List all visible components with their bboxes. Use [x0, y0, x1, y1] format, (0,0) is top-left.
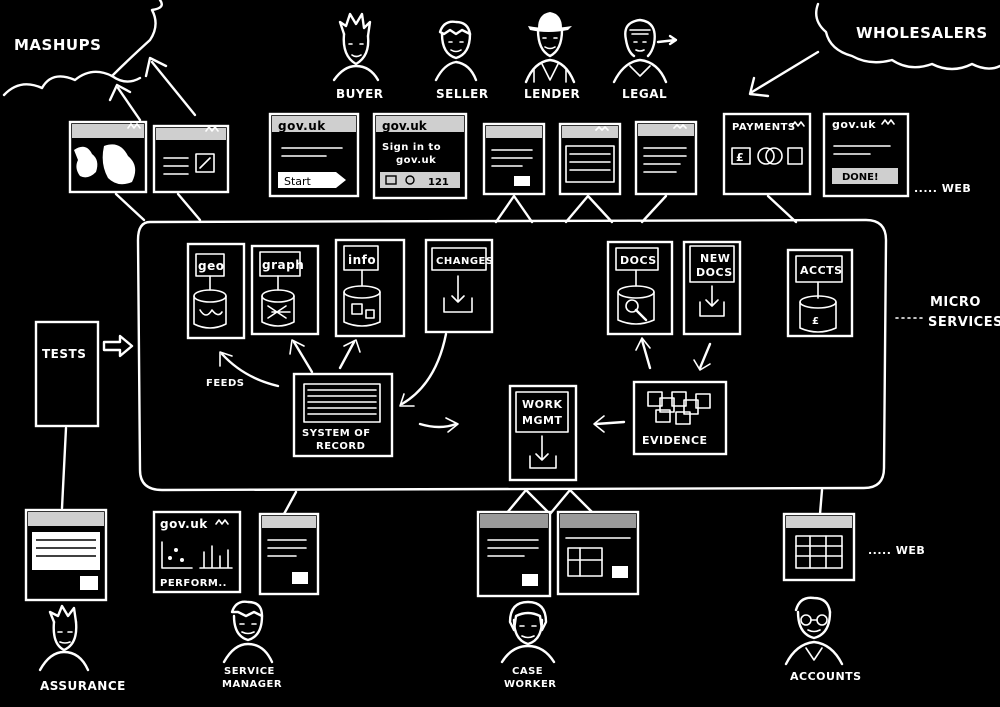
- service-doc-screen: [258, 512, 320, 596]
- case-label-1: CASE: [512, 666, 543, 677]
- signin-code: 121: [428, 177, 449, 188]
- legal-actor: LEGAL: [612, 18, 678, 101]
- buyer-actor: BUYER: [332, 12, 384, 101]
- geo-label: geo: [198, 259, 224, 273]
- payments-screen: PAYMENTS £: [722, 112, 812, 196]
- case-worker-actor: CASE WORKER: [500, 600, 557, 690]
- mashups-label: MASHUPS: [14, 36, 101, 54]
- docs-label: DOCS: [620, 254, 657, 267]
- perf-title: gov.uk: [160, 517, 208, 531]
- accounts-screen: [782, 512, 856, 582]
- system-label-1: SYSTEM OF: [302, 428, 371, 439]
- wholesalers-cloud: WHOLESALERS: [748, 2, 1000, 98]
- work-mgmt: WORK MGMT: [508, 384, 578, 482]
- gov-start-title: gov.uk: [278, 119, 326, 133]
- changes-service: CHANGES: [424, 238, 494, 334]
- signin-screen: gov.uk Sign in to gov.uk 121: [372, 112, 468, 200]
- top-connectors: [114, 192, 798, 224]
- gov-start-screen: gov.uk Start: [268, 112, 360, 198]
- case-label-2: WORKER: [504, 679, 557, 690]
- top-screens: gov.uk Start gov.uk Sign in to gov.uk 12…: [68, 112, 971, 200]
- buyer-label: BUYER: [336, 87, 384, 101]
- done-button-label: DONE!: [842, 172, 879, 183]
- doc-screen-2: [558, 122, 622, 196]
- lender-label: LENDER: [524, 87, 580, 101]
- done-screen: gov.uk DONE!: [822, 112, 910, 198]
- accounts-label: ACCOUNTS: [790, 670, 862, 683]
- mashup-doc-screen: [152, 124, 230, 194]
- bottom-connectors: [282, 488, 824, 516]
- micro-label: MICRO: [930, 295, 981, 310]
- accts-label: ACCTS: [800, 264, 843, 277]
- work-label-1: WORK: [522, 398, 562, 411]
- accts-service: ACCTS £: [786, 248, 854, 338]
- doc-screen-3: [634, 120, 698, 196]
- graph-service: graph: [250, 244, 320, 336]
- new-docs-label-2: DOCS: [696, 266, 733, 279]
- service-label-2: MANAGER: [222, 679, 282, 690]
- service-manager-actor: SERVICE MANAGER: [222, 600, 282, 690]
- microservices-container: [136, 218, 888, 492]
- mashups-cloud: MASHUPS: [2, 0, 197, 122]
- system-label-2: RECORD: [316, 441, 365, 452]
- web-top-label: ..... WEB: [914, 182, 971, 195]
- wholesalers-label: WHOLESALERS: [856, 24, 988, 42]
- accounts-actor: ACCOUNTS: [784, 596, 862, 683]
- assurance-label: ASSURANCE: [40, 679, 126, 693]
- seller-actor: SELLER: [434, 20, 489, 101]
- signin-line2: gov.uk: [396, 155, 436, 166]
- assurance-screen: [24, 508, 108, 602]
- svg-text:£: £: [812, 316, 819, 327]
- feeds-label: FEEDS: [206, 378, 245, 389]
- caseworker-doc-screen: [476, 510, 552, 598]
- start-button-label: Start: [284, 175, 312, 188]
- signin-line1: Sign in to: [382, 142, 441, 153]
- done-title: gov.uk: [832, 118, 876, 131]
- services-label: SERVICES: [928, 315, 1000, 330]
- info-label: info: [348, 253, 376, 267]
- new-docs-label-1: NEW: [700, 252, 730, 265]
- evidence-label: EVIDENCE: [642, 434, 708, 447]
- lender-actor: LENDER: [524, 12, 580, 101]
- docs-service: DOCS: [606, 240, 674, 336]
- web-bottom-label: ..... WEB: [868, 544, 925, 557]
- perf-label: PERFORM..: [160, 578, 227, 589]
- caseworker-form-screen: [556, 510, 640, 596]
- seller-label: SELLER: [436, 87, 489, 101]
- internal-arrows: FEEDS: [206, 332, 712, 433]
- payments-title: PAYMENTS: [732, 122, 796, 133]
- new-docs-service: NEW DOCS: [682, 240, 742, 336]
- graph-label: graph: [262, 258, 304, 272]
- doc-screen-1: [482, 122, 546, 196]
- system-of-record: SYSTEM OF RECORD: [292, 372, 394, 458]
- work-label-2: MGMT: [522, 414, 562, 427]
- svg-text:£: £: [736, 151, 744, 164]
- legal-label: LEGAL: [622, 87, 667, 101]
- tests-box: TESTS: [34, 320, 134, 510]
- service-label-1: SERVICE: [224, 666, 275, 677]
- map-screen: [68, 120, 148, 194]
- tests-label: TESTS: [42, 347, 86, 361]
- info-service: info: [334, 238, 406, 338]
- signin-title: gov.uk: [382, 119, 428, 133]
- evidence: EVIDENCE: [632, 380, 728, 456]
- changes-label: CHANGES: [436, 256, 494, 267]
- geo-service: geo: [186, 242, 246, 340]
- assurance-actor: ASSURANCE: [38, 604, 126, 693]
- performance-screen: gov.uk PERFORM..: [152, 510, 242, 594]
